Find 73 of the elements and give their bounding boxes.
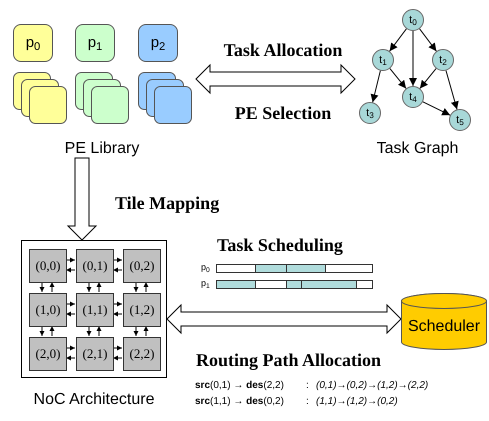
block-arrow — [195, 64, 356, 94]
task-node: t$_{4}$ — [402, 86, 424, 108]
tile: (0,0) — [29, 249, 67, 283]
arrow — [66, 312, 76, 316]
arrow — [40, 282, 44, 292]
arrow — [409, 30, 417, 86]
card-stack — [138, 72, 192, 124]
arrow — [50, 282, 54, 292]
scheduler-cylinder: Scheduler — [401, 293, 487, 350]
separator-text: : — [306, 379, 309, 393]
arrow — [389, 28, 407, 52]
arrow — [419, 68, 437, 89]
arrow — [144, 326, 148, 336]
task-node: t$_{1}$ — [372, 49, 394, 71]
arrow — [66, 346, 76, 350]
processor-card: p$_{2}$ — [138, 24, 178, 62]
task-node: t$_{5}$ — [449, 109, 471, 131]
tile: (2,1) — [76, 337, 114, 371]
task-node: t$_{0}$ — [402, 9, 424, 31]
tile: (1,1) — [76, 293, 114, 327]
arrow — [66, 356, 76, 360]
arrow — [66, 302, 76, 306]
block-arrow — [66, 158, 98, 241]
arrow — [370, 70, 381, 103]
arrow — [112, 258, 122, 262]
arrow — [66, 258, 76, 262]
block-arrow — [166, 304, 402, 334]
arrow — [66, 268, 76, 272]
arrow — [134, 282, 138, 292]
arrow — [112, 312, 122, 316]
arrow — [422, 101, 451, 116]
task-node: t$_{3}$ — [359, 102, 381, 124]
route-text: src(1,1) → des(0,2) — [195, 395, 284, 409]
arrow — [112, 356, 122, 360]
route-path-text: (1,1)→(1,2)→(0,2) — [316, 395, 398, 409]
tile: (0,2) — [123, 249, 161, 283]
tile: (2,2) — [123, 337, 161, 371]
arrow — [96, 326, 102, 336]
diagram-caption: Task Graph — [376, 140, 460, 158]
route-text: src(0,1) → des(2,2) — [195, 379, 284, 393]
tile: (0,1) — [76, 249, 114, 283]
diagram-caption: PE Library — [64, 140, 140, 158]
arrow-label: Tile Mapping — [115, 192, 220, 215]
arrow — [86, 282, 92, 292]
arrow — [389, 68, 407, 89]
arrow — [40, 326, 44, 336]
route-path-text: (0,1)→(0,2)→(1,2)→(2,2) — [316, 379, 428, 393]
arrow-label: PE Selection — [234, 102, 332, 125]
tile: (1,0) — [29, 293, 67, 327]
arrow — [112, 302, 122, 306]
arrow — [50, 326, 54, 336]
arrow — [112, 268, 122, 272]
card-stack — [13, 72, 67, 124]
separator-text: : — [306, 395, 309, 409]
arrow-label: Task Allocation — [224, 39, 342, 62]
row-label: p$_{0}$ — [201, 261, 210, 273]
section-title: Routing Path Allocation — [196, 349, 382, 372]
row-label: p$_{1}$ — [201, 277, 210, 289]
processor-card: p$_{1}$ — [75, 24, 115, 62]
arrow — [446, 70, 459, 110]
arrow — [144, 282, 148, 292]
arrow — [419, 28, 437, 52]
diagram-caption: NoC Architecture — [32, 391, 156, 409]
task-node: t$_{2}$ — [432, 49, 454, 71]
card-stack — [75, 72, 129, 124]
tile: (2,0) — [29, 337, 67, 371]
arrow — [112, 346, 122, 350]
processor-card: p$_{0}$ — [13, 24, 53, 62]
arrow — [134, 326, 138, 336]
section-title: Task Scheduling — [217, 234, 343, 257]
arrow — [96, 282, 102, 292]
arrow — [86, 326, 92, 336]
tile: (1,2) — [123, 293, 161, 327]
